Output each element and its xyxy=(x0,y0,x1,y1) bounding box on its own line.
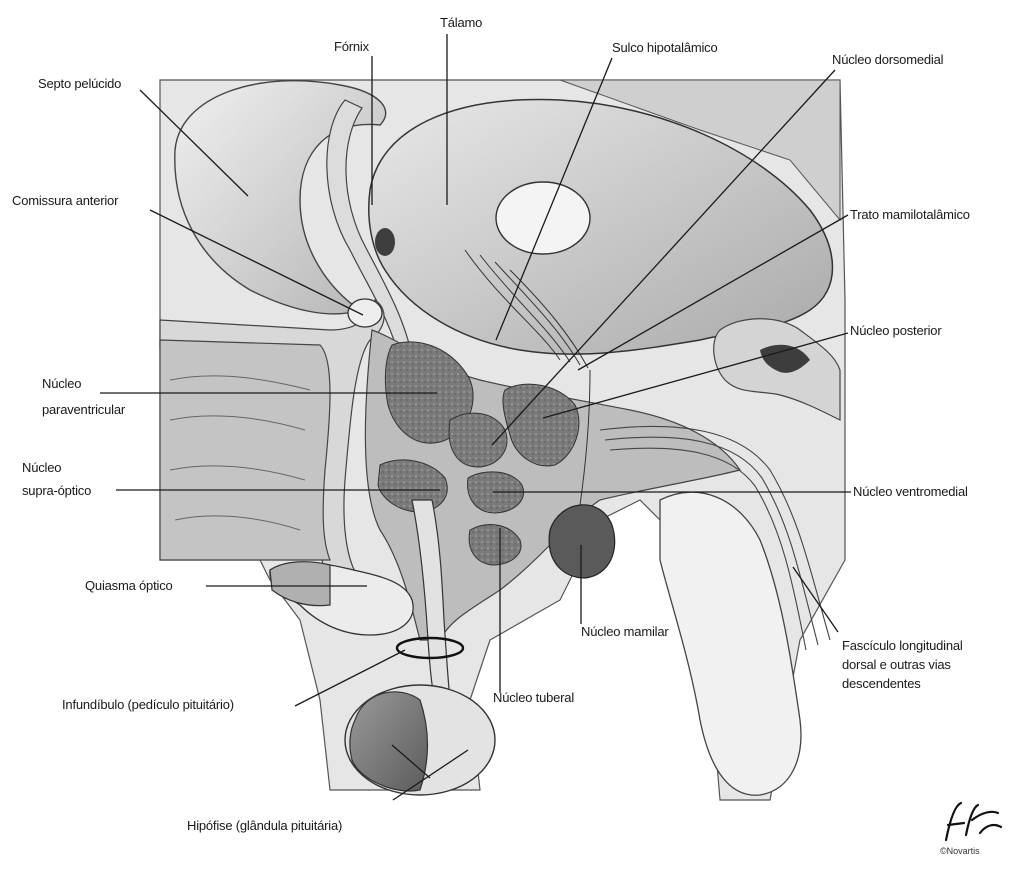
label-supraoptic-line2: supra-óptico xyxy=(22,483,91,499)
label-fornix: Fórnix xyxy=(334,39,369,55)
label-tuberal-nucleus: Núcleo tuberal xyxy=(493,690,574,706)
basal-forebrain xyxy=(160,340,330,560)
dorsomedial-nucleus xyxy=(449,413,507,467)
mammillary-body xyxy=(549,505,615,578)
label-fasciculus-line2: dorsal e outras vias xyxy=(842,657,951,673)
anterior-commissure xyxy=(348,299,382,327)
optic-nerve xyxy=(270,562,330,606)
label-paraventricular-line2: paraventricular xyxy=(42,402,125,418)
label-ventromedial-nucleus: Núcleo ventromedial xyxy=(853,484,968,500)
label-septum-pellucidum: Septo pelúcido xyxy=(38,76,121,92)
label-anterior-commissure: Comissura anterior xyxy=(12,193,118,209)
label-mammillothalamic-tract: Trato mamilotalâmico xyxy=(850,207,970,223)
label-fasciculus-line3: descendentes xyxy=(842,676,921,692)
label-pituitary: Hipófise (glândula pituitária) xyxy=(187,818,342,834)
label-paraventricular-line1: Núcleo xyxy=(42,376,81,392)
label-infundibulum: Infundíbulo (pedículo pituitário) xyxy=(62,697,234,713)
label-fasciculus-line1: Fascículo longitudinal xyxy=(842,638,963,654)
anterior-tubercle xyxy=(375,228,395,256)
interthalamic-adhesion xyxy=(496,182,590,254)
label-supraoptic-line1: Núcleo xyxy=(22,460,61,476)
signature-credit: ©Novartis xyxy=(940,846,980,856)
label-optic-chiasm: Quiasma óptico xyxy=(85,578,173,594)
label-mammillary-nucleus: Núcleo mamilar xyxy=(581,624,669,640)
label-hypothalamic-sulcus: Sulco hipotalâmico xyxy=(612,40,718,56)
label-thalamus: Tálamo xyxy=(440,15,482,31)
pituitary-gland xyxy=(345,685,495,795)
label-posterior-nucleus: Núcleo posterior xyxy=(850,323,941,339)
label-dorsomedial-nucleus: Núcleo dorsomedial xyxy=(832,52,943,68)
